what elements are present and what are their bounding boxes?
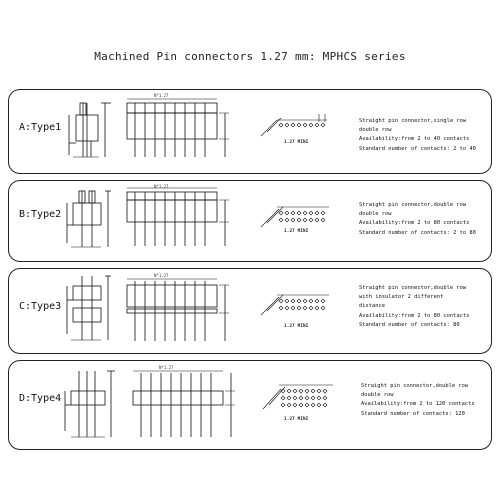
panel-type-d: D:Type4 N*1.27: [8, 360, 492, 450]
front-view-drawing: [132, 370, 235, 437]
desc-line: distance: [359, 303, 385, 310]
front-view-drawing: [126, 98, 229, 157]
type-label: D:Type4: [19, 393, 62, 404]
desc-line: double row: [359, 211, 392, 218]
desc-line: Straight pin connector,double row: [359, 202, 467, 208]
description-block: Straight pin connector,double row with i…: [359, 284, 469, 330]
desc-line: Straight pin connector,double row: [359, 285, 467, 291]
pitch-label: 1.27 MINI: [284, 323, 309, 328]
desc-line: Straight pin connector,double row: [361, 383, 469, 389]
desc-line: Straight pin connector,single row: [359, 118, 467, 124]
desc-line: Standard number of contacts: 2 to 80: [359, 229, 476, 236]
desc-line: Standard number of contacts: 120: [361, 410, 465, 417]
type-label: B:Type2: [19, 209, 62, 220]
page-title: Machined Pin connectors 1.27 mm: MPHCS s…: [94, 50, 406, 63]
pin-layout-drawing: [260, 206, 329, 228]
dim-width-label: N*1.27: [159, 365, 174, 370]
desc-line: Standard number of contacts: 80: [359, 321, 460, 328]
description-block: Straight pin connector,single row double…: [359, 117, 476, 154]
pin-layout-drawing: [260, 114, 327, 137]
pitch-label: 1.27 MINI: [284, 416, 309, 421]
desc-line: Standard number of contacts: 2 to 40: [359, 145, 476, 152]
desc-line: double row: [361, 392, 394, 399]
side-view-drawing: [64, 370, 115, 438]
desc-line: Availability:from 2 to 40 contacts: [359, 136, 470, 143]
front-view-drawing: [126, 187, 229, 246]
panel-type-a: A:Type1 N*1.27: [8, 89, 492, 174]
pin-layout-drawing: [262, 384, 333, 410]
pitch-label: 1.27 MINI: [284, 139, 309, 144]
pin-layout-drawing: [260, 294, 329, 316]
desc-line: Availability:from 2 to 120 contacts: [361, 401, 475, 408]
pitch-label: 1.27 MINI: [284, 228, 309, 233]
panel-type-b: B:Type2 N*1.27: [8, 180, 492, 262]
side-view-drawing: [66, 190, 111, 248]
side-view-drawing: [66, 275, 111, 341]
dim-width-label: N*1.27: [154, 93, 169, 98]
description-block: Straight pin connector,double row double…: [361, 382, 475, 419]
dim-width-label: N*1.27: [154, 184, 169, 189]
front-view-drawing: [126, 278, 229, 341]
desc-line: with insulator 2 different: [359, 294, 444, 301]
description-block: Straight pin connector,double row double…: [359, 201, 476, 238]
type-label: A:Type1: [19, 122, 62, 133]
side-view-drawing: [68, 102, 111, 158]
desc-line: Availability:from 2 to 80 contacts: [359, 312, 470, 319]
desc-line: double row: [359, 127, 392, 134]
type-label: C:Type3: [19, 301, 62, 312]
desc-line: Availability:from 2 to 80 contacts: [359, 220, 470, 227]
dim-width-label: N*1.27: [154, 273, 169, 278]
panel-type-c: C:Type3 N*1.27: [8, 268, 492, 354]
